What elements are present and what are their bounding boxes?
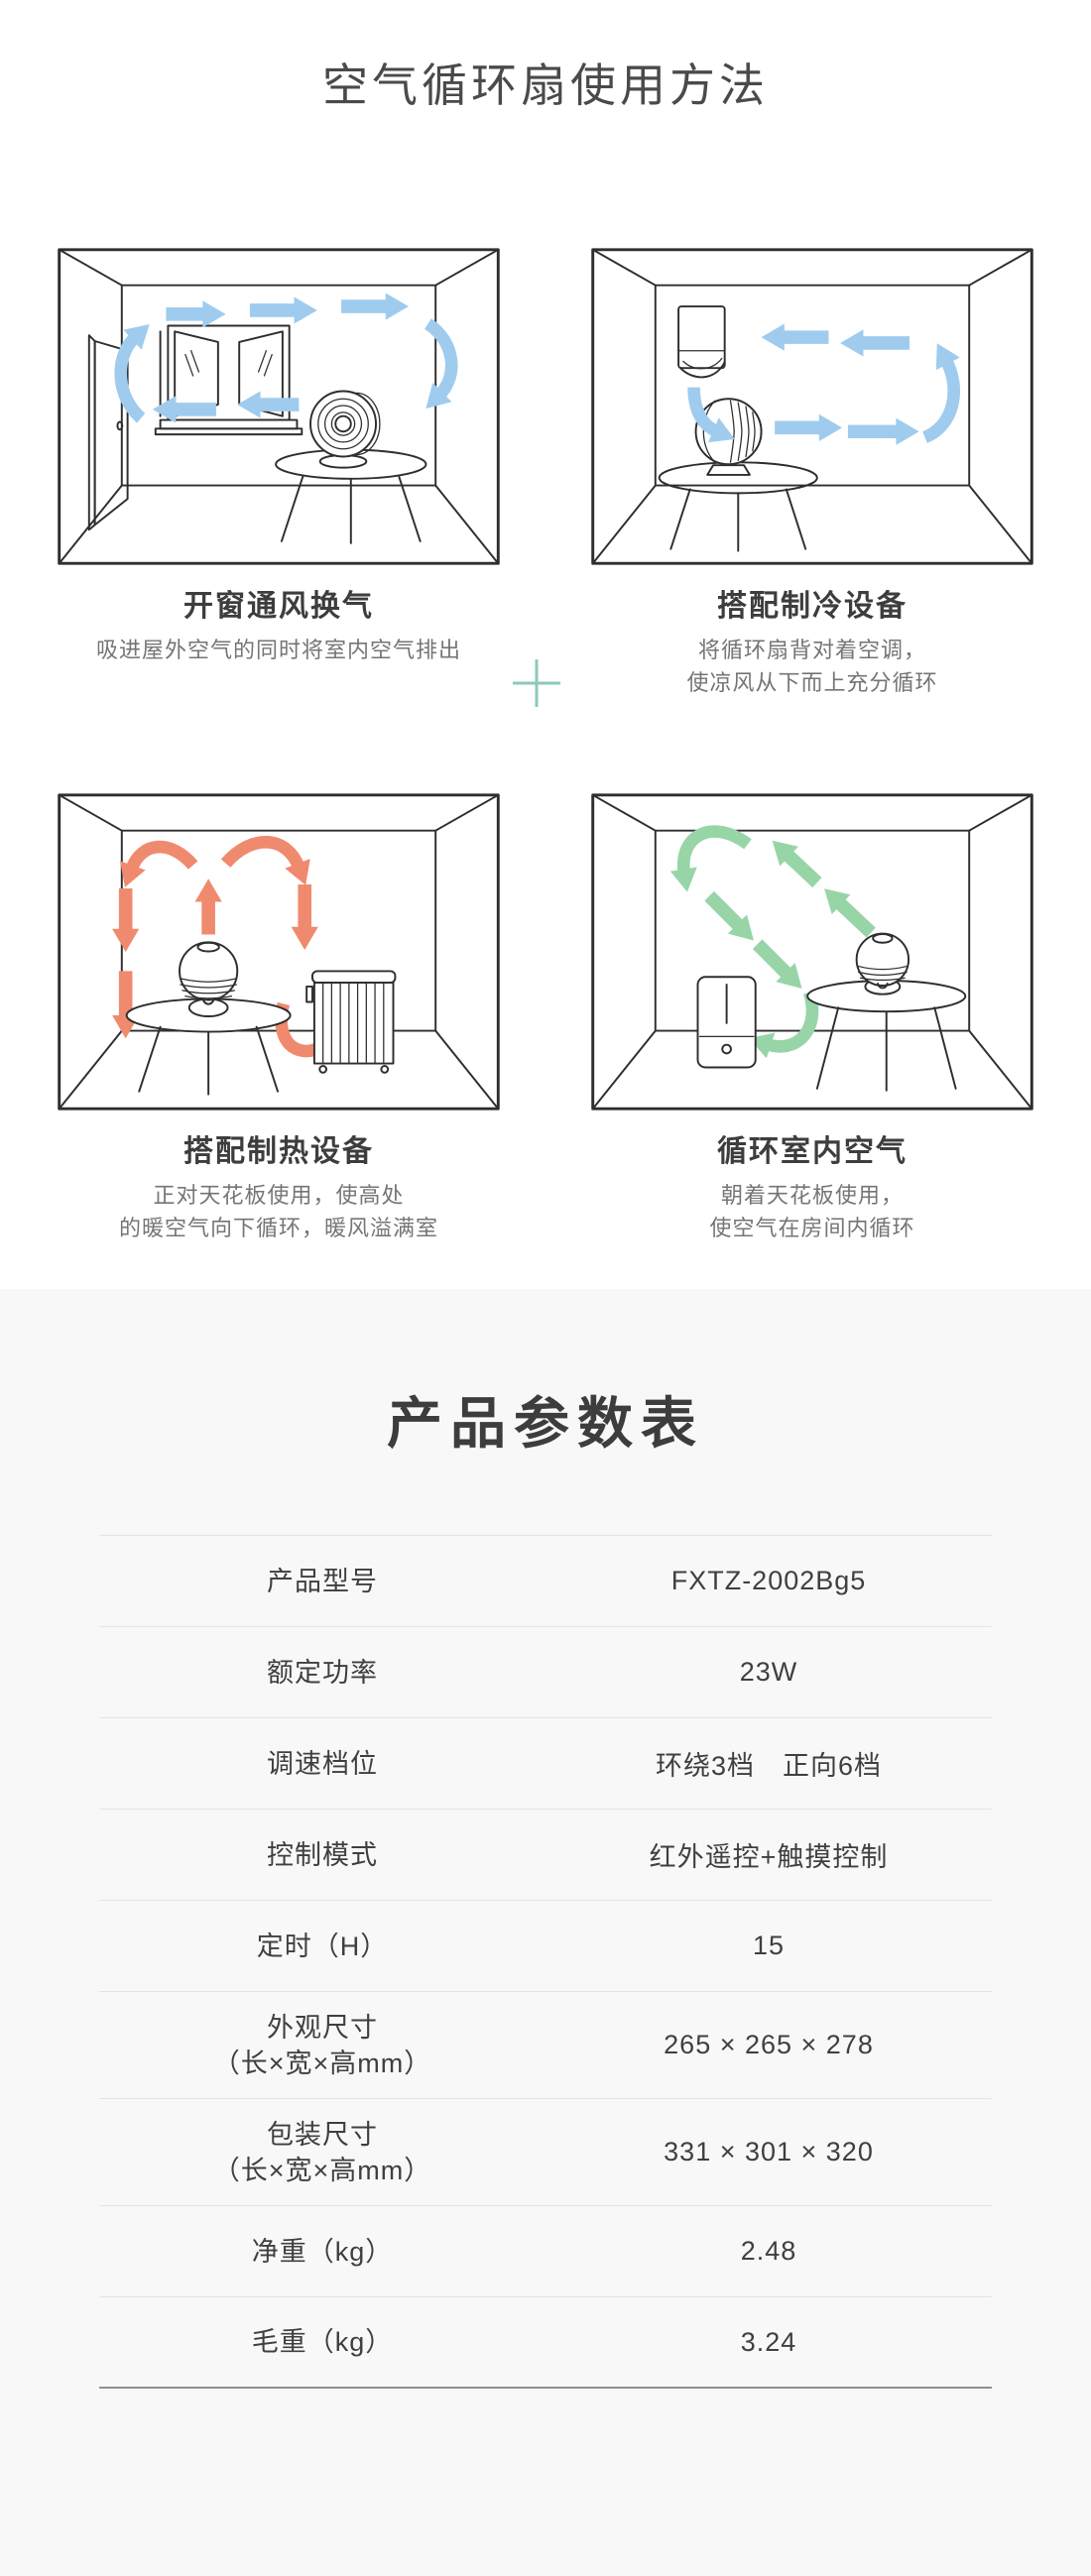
- open-window-illustration: [58, 248, 500, 565]
- spec-label: 调速档位: [267, 1748, 378, 1779]
- figure-heating: 搭配制热设备 正对天花板使用，使高处 的暖空气向下循环，暖风溢满室: [46, 788, 512, 1244]
- spec-value: 23W: [739, 1657, 798, 1687]
- table-row: 净重（kg） 2.48: [99, 2206, 992, 2297]
- figure-caption: 搭配制冷设备: [717, 590, 908, 623]
- spec-value: 15: [752, 1931, 786, 1960]
- figure-cooling: 搭配制冷设备 将循环扇背对着空调， 使凉风从下而上充分循环: [579, 243, 1045, 699]
- table-row: 调速档位 环绕3档 正向6档: [99, 1718, 992, 1810]
- spec-label: 净重（kg）: [251, 2236, 394, 2267]
- specs-table: 产品型号 FXTZ-2002Bg5 额定功率 23W 调速档位 环绕3档 正向6…: [99, 1535, 992, 2389]
- heater-icon: [305, 970, 397, 1074]
- table-row: 额定功率 23W: [99, 1627, 992, 1718]
- cooling-illustration: [591, 248, 1033, 565]
- spec-label: 控制模式: [267, 1839, 378, 1870]
- room-frame: [591, 248, 1033, 565]
- airflow-arrows: [114, 293, 458, 423]
- figure-circulate: 循环室内空气 朝着天花板使用， 使空气在房间内循环: [579, 788, 1045, 1244]
- spec-label: 定时（H）: [256, 1931, 389, 1961]
- spec-value: 331 × 301 × 320: [664, 2137, 874, 2166]
- specs-title: 产品参数表: [387, 1392, 704, 1455]
- figure-row-1: 开窗通风换气 吸进屋外空气的同时将室内空气排出: [0, 243, 1091, 699]
- airflow-arrows: [669, 825, 876, 1059]
- spec-label: 毛重（kg）: [251, 2327, 394, 2357]
- table-icon: [806, 980, 967, 1092]
- spec-value: 红外遥控+触摸控制: [649, 1842, 889, 1872]
- figure-caption: 开窗通风换气: [183, 590, 374, 623]
- spec-value: 环绕3档 正向6档: [655, 1751, 883, 1781]
- circulate-illustration: [591, 793, 1033, 1111]
- table-icon: [275, 448, 427, 544]
- fan-icon: [309, 390, 381, 469]
- spec-value: FXTZ-2002Bg5: [670, 1566, 867, 1595]
- usage-section: 空气循环扇使用方法: [0, 59, 1091, 1244]
- table-row: 控制模式 红外遥控+触摸控制: [99, 1810, 992, 1901]
- spec-label: 外观尺寸 （长×宽×高mm）: [212, 2012, 432, 2078]
- fan-icon: [179, 941, 239, 1017]
- heating-illustration: [58, 793, 500, 1111]
- room-frame: [58, 248, 500, 565]
- table-row: 产品型号 FXTZ-2002Bg5: [99, 1536, 992, 1627]
- table-row: 外观尺寸 （长×宽×高mm） 265 × 265 × 278: [99, 1992, 992, 2099]
- fan-icon: [855, 932, 910, 995]
- door-icon: [87, 334, 129, 531]
- figure-description: 正对天花板使用，使高处 的暖空气向下循环，暖风溢满室: [118, 1183, 438, 1240]
- page-title: 空气循环扇使用方法: [322, 59, 769, 111]
- table-row: 定时（H） 15: [99, 1901, 992, 1992]
- specs-section: 产品参数表 产品型号 FXTZ-2002Bg5 额定功率 23W 调速档位 环绕…: [0, 1289, 1091, 2576]
- figure-row-2: 搭配制热设备 正对天花板使用，使高处 的暖空气向下循环，暖风溢满室: [0, 788, 1091, 1244]
- figure-caption: 搭配制热设备: [183, 1135, 374, 1168]
- ac-unit-icon: [677, 305, 726, 379]
- figure-open-window: 开窗通风换气 吸进屋外空气的同时将室内空气排出: [46, 243, 512, 699]
- figure-description: 将循环扇背对着空调， 使凉风从下而上充分循环: [686, 638, 938, 695]
- spec-value: 3.24: [740, 2326, 797, 2357]
- humidifier-icon: [696, 976, 757, 1069]
- spec-label: 额定功率: [267, 1657, 378, 1688]
- spec-label: 包装尺寸 （长×宽×高mm）: [212, 2119, 432, 2185]
- spec-value: 2.48: [740, 2236, 797, 2266]
- plus-divider-icon: [513, 659, 560, 707]
- room-frame: [591, 793, 1033, 1111]
- spec-label: 产品型号: [267, 1566, 378, 1596]
- table-row: 毛重（kg） 3.24: [99, 2297, 992, 2389]
- airflow-arrows: [687, 323, 961, 445]
- table-row: 包装尺寸 （长×宽×高mm） 331 × 301 × 320: [99, 2099, 992, 2206]
- figure-description: 吸进屋外空气的同时将室内空气排出: [95, 638, 461, 662]
- spec-value: 265 × 265 × 278: [664, 2030, 874, 2059]
- figure-caption: 循环室内空气: [717, 1135, 908, 1168]
- figure-description: 朝着天花板使用， 使空气在房间内循环: [709, 1183, 915, 1240]
- window-icon: [154, 324, 303, 436]
